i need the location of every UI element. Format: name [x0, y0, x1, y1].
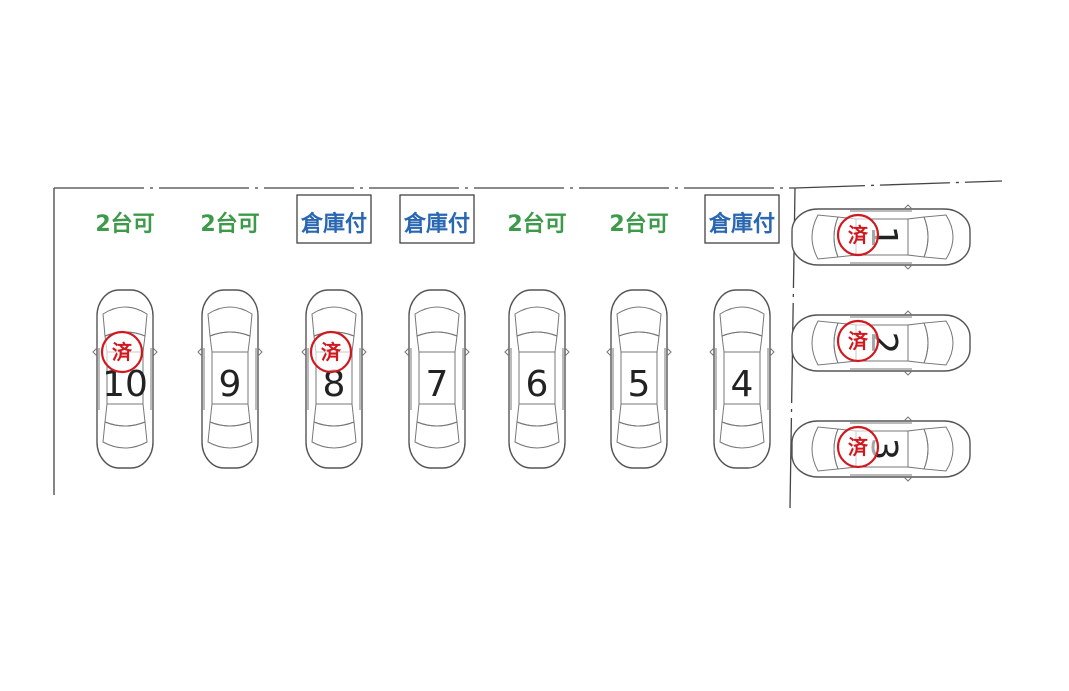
taken-stamp: 済 — [836, 319, 880, 363]
parking-space-1[interactable]: 1済 — [791, 204, 971, 270]
space-label: 倉庫付 — [403, 211, 470, 237]
parking-space-4[interactable]: 倉庫付 4 — [704, 194, 780, 469]
svg-text:済: 済 — [848, 435, 869, 459]
taken-stamp: 済 — [836, 425, 880, 469]
car-outline — [791, 310, 971, 376]
space-label: 倉庫付 — [708, 211, 775, 237]
parking-space-3[interactable]: 3済 — [791, 416, 971, 482]
svg-text:済: 済 — [112, 340, 133, 364]
space-number: 6 — [526, 364, 549, 405]
space-label: 2台可 — [507, 211, 566, 237]
taken-stamp: 済 — [100, 330, 144, 374]
parking-space-9[interactable]: 2台可 9 — [197, 211, 263, 469]
svg-text:済: 済 — [848, 329, 869, 353]
svg-text:済: 済 — [848, 223, 869, 247]
car-outline — [404, 289, 470, 469]
car-outline — [504, 289, 570, 469]
svg-text:済: 済 — [321, 340, 342, 364]
parking-space-7[interactable]: 倉庫付 7 — [399, 194, 475, 469]
storage-box — [296, 194, 372, 244]
space-number: 8 — [323, 364, 346, 405]
car-outline — [709, 289, 775, 469]
space-label: 2台可 — [95, 211, 154, 237]
space-number: 9 — [219, 364, 242, 405]
storage-box — [399, 194, 475, 244]
space-label: 2台可 — [200, 211, 259, 237]
parking-space-6[interactable]: 2台可 6 — [504, 211, 570, 469]
space-number: 7 — [426, 364, 449, 405]
taken-stamp: 済 — [836, 213, 880, 257]
parking-space-2[interactable]: 2済 — [791, 310, 971, 376]
taken-stamp: 済 — [309, 330, 353, 374]
car-outline — [606, 289, 672, 469]
car-outline — [791, 416, 971, 482]
space-label: 2台可 — [609, 211, 668, 237]
horizontal-parking-spaces: 1済 2済 3済 — [791, 204, 971, 482]
car-outline — [791, 204, 971, 270]
space-number: 4 — [731, 364, 754, 405]
parking-space-8[interactable]: 倉庫付 8済 — [296, 194, 372, 469]
car-outline — [197, 289, 263, 469]
storage-box — [704, 194, 780, 244]
space-label: 倉庫付 — [300, 211, 367, 237]
space-number: 5 — [628, 364, 651, 405]
parking-space-5[interactable]: 2台可 5 — [606, 211, 672, 469]
